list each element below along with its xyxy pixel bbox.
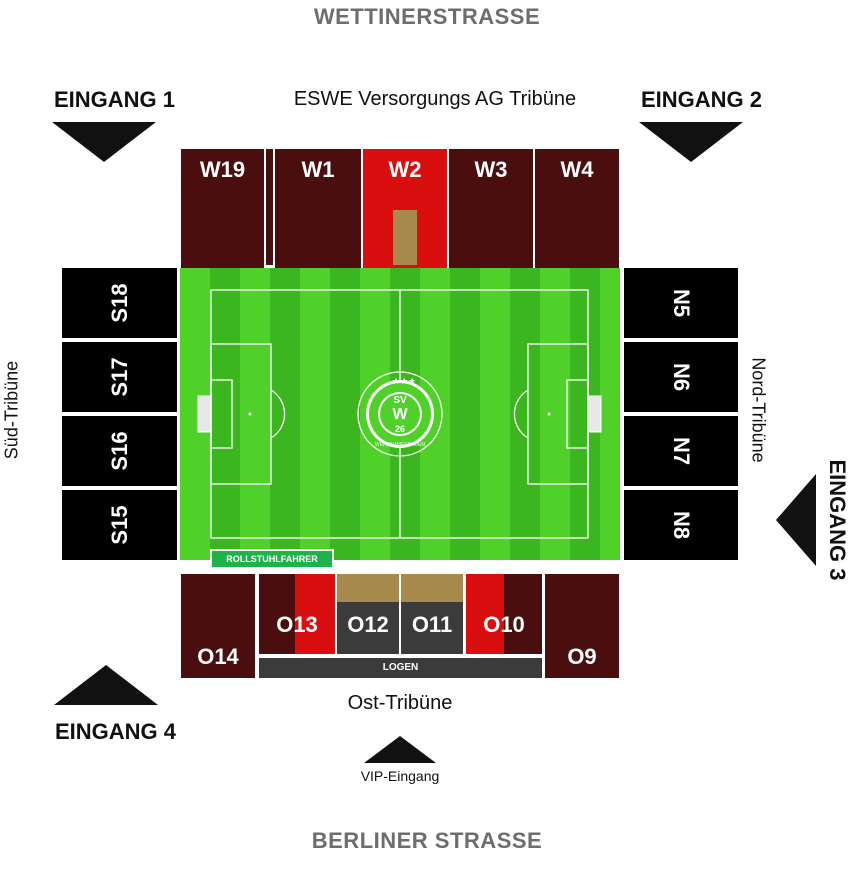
block-o12-vip-area xyxy=(337,574,399,602)
block-o10-red-section xyxy=(466,574,504,654)
entrance-2-label: EINGANG 2 xyxy=(641,87,763,112)
block-w19-aisle xyxy=(266,149,273,265)
block-w1[interactable]: W1 xyxy=(275,149,361,273)
entrance-3-label-wrap: EINGANG 3 xyxy=(822,440,852,600)
block-w19-label: W19 xyxy=(199,157,246,182)
block-o10[interactable]: O10 xyxy=(466,574,542,654)
block-n6[interactable]: N6 xyxy=(624,342,738,412)
block-n5[interactable]: N5 xyxy=(624,268,738,338)
block-s15-label: S15 xyxy=(106,505,132,545)
block-n6-label: N6 xyxy=(669,362,694,392)
block-n5-label: N5 xyxy=(669,288,694,318)
entrance-3-arrow-icon[interactable] xyxy=(776,474,816,566)
block-n8-label: N8 xyxy=(669,510,694,540)
block-o13-red-section xyxy=(295,574,335,654)
block-o10-label: O10 xyxy=(483,612,525,637)
north-stand-title: Nord-Tribüne xyxy=(748,357,769,463)
block-s17-label: S17 xyxy=(106,357,132,397)
block-n7[interactable]: N7 xyxy=(624,416,738,486)
block-s16-label: S16 xyxy=(106,431,132,471)
svg-text:★★★: ★★★ xyxy=(392,377,416,387)
block-w3-label: W3 xyxy=(474,157,508,182)
block-o14-label: O14 xyxy=(197,644,239,669)
logo-text: SV xyxy=(393,395,407,406)
south-stand-title: Süd-Tribüne xyxy=(1,360,22,460)
north-stand-title-wrap: Nord-Tribüne xyxy=(746,340,770,480)
block-o11-label: O11 xyxy=(411,612,453,637)
block-o11-vip-area xyxy=(401,574,463,602)
entrance-4-arrow-icon[interactable] xyxy=(54,665,158,705)
entrance-2-arrow-icon[interactable] xyxy=(639,122,743,162)
block-o14[interactable]: O14 xyxy=(181,574,255,678)
block-s15[interactable]: S15 xyxy=(62,490,177,560)
entrance-1-label: EINGANG 1 xyxy=(54,87,176,112)
block-n7-label: N7 xyxy=(669,436,694,466)
logo-number: 26 xyxy=(394,424,405,434)
block-w1-label: W1 xyxy=(301,157,335,182)
pitch: ★★★ SV 26 WEHEN WIESBADEN W xyxy=(180,268,620,560)
block-o9[interactable]: O9 xyxy=(545,574,619,678)
block-w19[interactable]: W19 xyxy=(181,149,264,273)
south-stand-title-wrap: Süd-Tribüne xyxy=(0,340,24,480)
logo-ring-text: WEHEN WIESBADEN xyxy=(374,442,425,448)
block-o12[interactable]: O12 xyxy=(337,574,399,654)
street-bottom: BERLINER STRASSE xyxy=(311,828,543,853)
block-s17[interactable]: S17 xyxy=(62,342,177,412)
pitch-drawing: ★★★ xyxy=(180,268,620,560)
entrance-1-arrow-icon[interactable] xyxy=(52,122,156,162)
entrance-3-label: EINGANG 3 xyxy=(825,459,850,581)
block-w4-label: W4 xyxy=(560,157,594,182)
block-w2-label: W2 xyxy=(388,157,422,182)
block-o13-label: O13 xyxy=(276,612,318,637)
block-o12-label: O12 xyxy=(347,612,389,637)
vip-entrance-label: VIP-Eingang xyxy=(360,768,440,784)
block-o13[interactable]: O13 xyxy=(259,574,335,654)
logo-w-icon: W xyxy=(392,406,408,423)
block-o11[interactable]: O11 xyxy=(401,574,463,654)
block-w2-press-area xyxy=(393,210,417,265)
vip-entrance-arrow-icon[interactable] xyxy=(364,736,436,763)
block-w4[interactable]: W4 xyxy=(535,149,619,273)
east-stand-title: Ost-Tribüne xyxy=(347,692,453,714)
boxes-logen[interactable]: LOGEN xyxy=(259,658,542,678)
block-w3[interactable]: W3 xyxy=(449,149,533,273)
wheelchair-area[interactable]: ROLLSTUHLFAHRER xyxy=(210,549,334,569)
block-n8[interactable]: N8 xyxy=(624,490,738,560)
block-o9-label: O9 xyxy=(567,644,597,669)
block-s16[interactable]: S16 xyxy=(62,416,177,486)
entrance-4-label: EINGANG 4 xyxy=(55,719,177,744)
west-stand-title: ESWE Versorgungs AG Tribüne xyxy=(293,88,577,110)
block-s18-label: S18 xyxy=(106,283,132,323)
street-top: WETTINERSTRASSE xyxy=(313,4,541,29)
block-s18[interactable]: S18 xyxy=(62,268,177,338)
